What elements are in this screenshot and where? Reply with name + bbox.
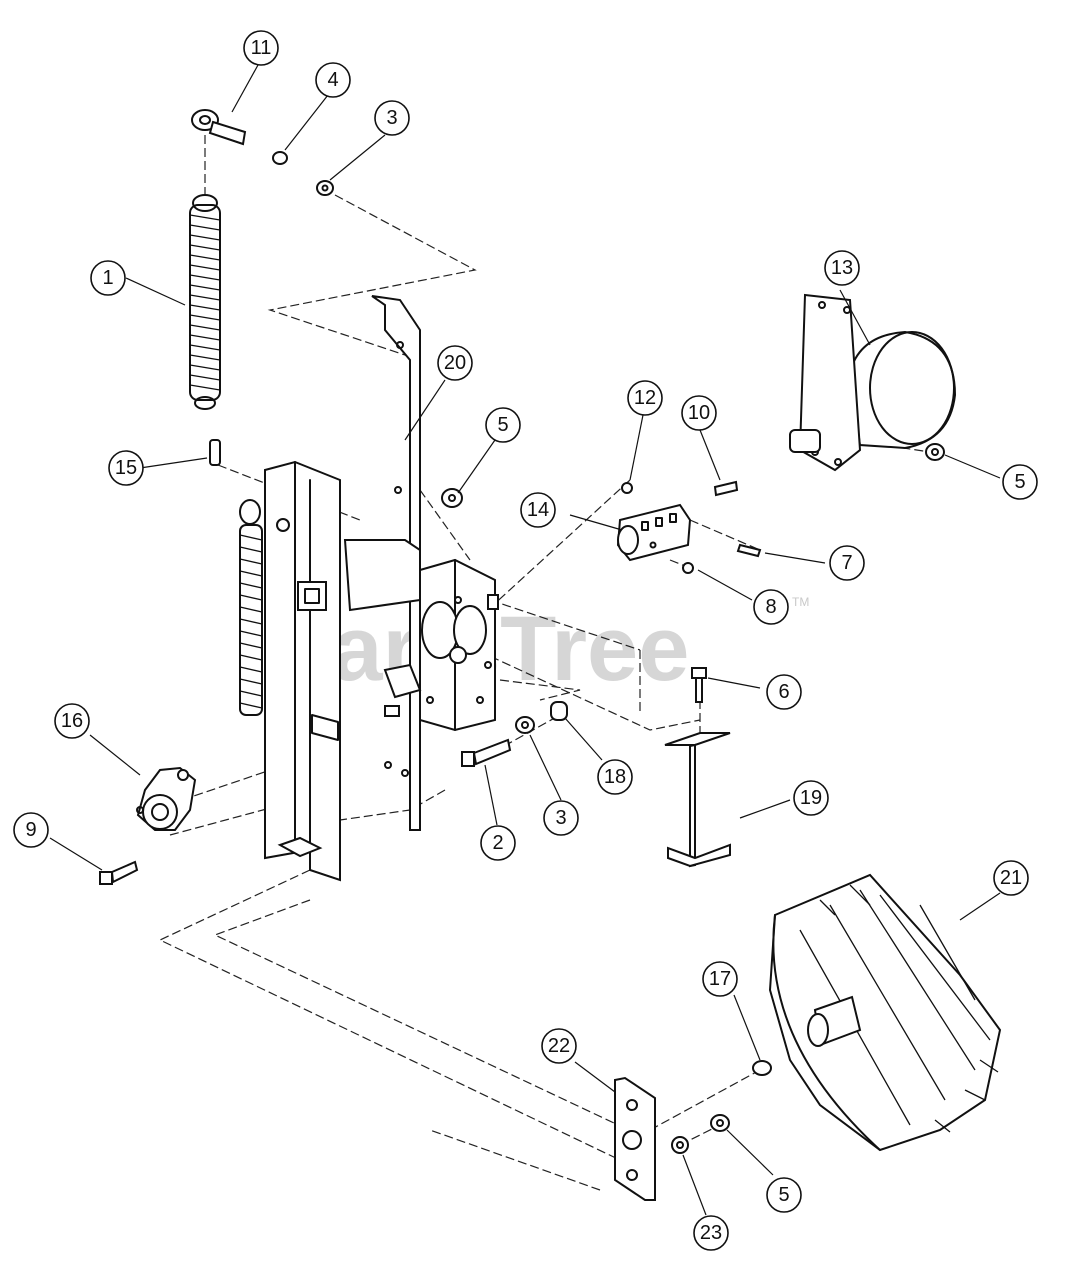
drive-wheel: [768, 873, 1002, 1152]
gear-motor: [789, 293, 957, 472]
flange-bearing: [136, 766, 197, 831]
callout-10-label: 10: [688, 402, 710, 424]
callout-3-top-label: 3: [386, 107, 397, 129]
callout-21-label: 21: [1000, 867, 1022, 889]
callout-4-label: 4: [327, 69, 338, 91]
callout-5-motor: 5: [1002, 464, 1038, 500]
spring-clip: [209, 439, 221, 466]
callout-5-bottom-label: 5: [778, 1184, 789, 1206]
callout-1-label: 1: [102, 267, 113, 289]
callout-4: 4: [315, 62, 351, 98]
bolt-9: [99, 860, 139, 885]
callout-14-label: 14: [527, 499, 549, 521]
callout-6-label: 6: [778, 681, 789, 703]
set-screw-12: [621, 482, 633, 494]
callout-3-bottom: 3: [543, 800, 579, 836]
callout-11-label: 11: [251, 37, 272, 59]
callout-2-label: 2: [492, 832, 503, 854]
callout-5-bracket-label: 5: [497, 414, 508, 436]
callout-1: 1: [90, 260, 126, 296]
switch-bracket: [664, 732, 731, 868]
callout-6: 6: [766, 674, 802, 710]
eye-bolt: [191, 109, 247, 146]
callout-15-label: 15: [115, 457, 137, 479]
leader-lines: [49, 64, 1001, 1216]
callout-5-bottom: 5: [766, 1177, 802, 1213]
callout-9-label: 9: [25, 819, 36, 841]
callout-18: 18: [597, 759, 633, 795]
washer-3-top: [316, 180, 334, 196]
shaft-coupling: [616, 503, 692, 562]
washer-3-bottom: [515, 716, 535, 734]
washer-17: [752, 1060, 772, 1076]
callout-3-top: 3: [374, 100, 410, 136]
extension-spring-top: [189, 194, 221, 410]
callout-5-motor-label: 5: [1014, 471, 1025, 493]
callout-2: 2: [480, 825, 516, 861]
callout-18-label: 18: [604, 766, 626, 788]
callout-17-label: 17: [709, 968, 731, 990]
callout-19: 19: [793, 780, 829, 816]
channel-frame: [264, 460, 341, 882]
callout-13-label: 13: [831, 257, 853, 279]
nut-5-bottom: [710, 1114, 730, 1132]
pin-7: [736, 543, 762, 558]
nut-5-bracket: [441, 488, 463, 508]
callout-16-label: 16: [61, 710, 83, 732]
callout-8-label: 8: [765, 596, 776, 618]
extension-spring-lower: [239, 499, 290, 716]
callout-8: 8: [753, 589, 789, 625]
callout-7-label: 7: [841, 552, 852, 574]
callout-12: 12: [627, 380, 663, 416]
bolt-2: [461, 738, 512, 767]
watermark-mark: TM: [792, 595, 809, 609]
set-screw-8: [682, 562, 694, 574]
mounting-plate-22: [614, 1076, 656, 1201]
nut-5-motor: [925, 443, 945, 461]
key-10: [713, 480, 739, 497]
gearbox-housing: [343, 539, 499, 732]
bolt-6: [691, 667, 707, 703]
callout-10: 10: [681, 395, 717, 431]
callout-7: 7: [829, 545, 865, 581]
callout-9: 9: [13, 812, 49, 848]
callout-11: 11: [243, 30, 279, 66]
callout-22: 22: [541, 1028, 577, 1064]
callout-23: 23: [693, 1215, 729, 1251]
callout-23-label: 23: [700, 1222, 722, 1244]
callout-13: 13: [824, 250, 860, 286]
callout-16: 16: [54, 703, 90, 739]
callout-20: 20: [437, 345, 473, 381]
callout-5-bracket: 5: [485, 407, 521, 443]
callout-19-label: 19: [800, 787, 822, 809]
nut-23: [671, 1136, 689, 1154]
callout-22-label: 22: [548, 1035, 570, 1057]
callout-21: 21: [993, 860, 1029, 896]
callout-3-bottom-label: 3: [555, 807, 566, 829]
nut-4: [272, 151, 288, 165]
callout-17: 17: [702, 961, 738, 997]
callout-20-label: 20: [444, 352, 466, 374]
callout-15: 15: [108, 450, 144, 486]
spacer-18: [550, 701, 568, 721]
callout-14: 14: [520, 492, 556, 528]
callout-12-label: 12: [634, 387, 656, 409]
